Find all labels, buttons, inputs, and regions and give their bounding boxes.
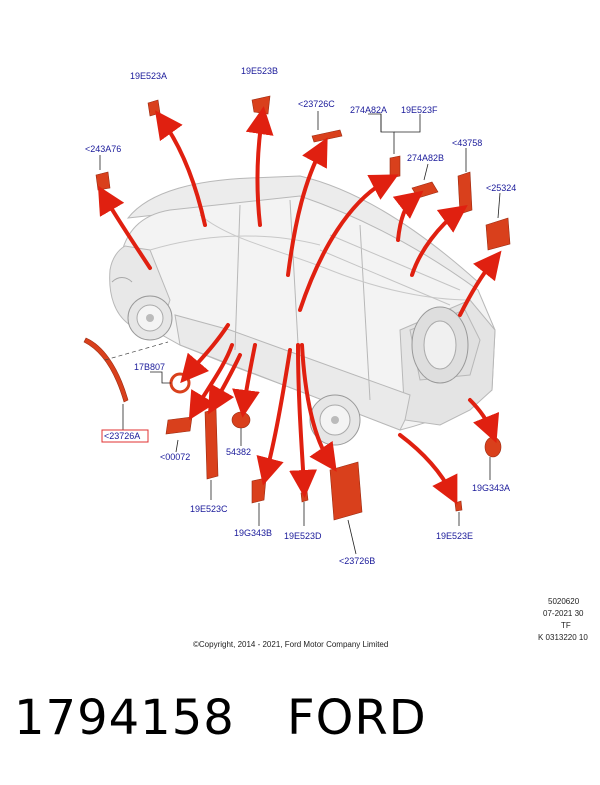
callout-274A82A: 274A82A: [350, 105, 387, 115]
arrow-19E523E: [398, 433, 458, 505]
spare-wheel: [411, 306, 469, 384]
drawing-date: 07-2021 30: [543, 609, 584, 618]
part-19E523C: [204, 408, 219, 480]
highlight-box-23726A: [101, 429, 149, 443]
callout-19E523C: 19E523C: [190, 504, 228, 514]
callout-00072: <00072: [160, 452, 190, 462]
drawing-code: TF: [561, 621, 571, 630]
callout-19G343B: 19G343B: [234, 528, 272, 538]
part-number: 1794158: [14, 690, 235, 746]
arrow-25324: [458, 250, 502, 317]
callout-19E523B: 19E523B: [241, 66, 278, 76]
part-19E523B: [251, 95, 271, 115]
callout-25324: <25324: [486, 183, 516, 193]
part-274A82A: [389, 155, 401, 179]
callout-19E523D: 19E523D: [284, 531, 322, 541]
part-23726B: [329, 461, 363, 521]
part-19E523A: [147, 99, 161, 117]
drawing-ref: K 0313220 10: [538, 633, 588, 642]
part-274A82B: [411, 181, 439, 199]
leader-lines: [99, 111, 501, 555]
callout-19E523E: 19E523E: [436, 531, 473, 541]
arrow-19E523D: [289, 343, 318, 498]
drawing-info: 5020620 07-2021 30 TF K 0313220 10: [538, 597, 588, 642]
part-00072: [165, 416, 193, 435]
part-19G343B: [251, 477, 267, 504]
arrow-00072: [188, 343, 234, 421]
arrow-43758: [410, 204, 468, 277]
part-23726A: [83, 337, 129, 403]
arrow-274A82A: [298, 174, 399, 312]
callout-19E523F: 19E523F: [401, 105, 438, 115]
arrow-23726B: [300, 343, 337, 472]
callout-23726C: <23726C: [298, 99, 335, 109]
arrow-19E523B: [245, 106, 274, 227]
arrow-17B807: [180, 323, 230, 384]
arrow-243A76: [97, 185, 152, 270]
callout-274A82B: 274A82B: [407, 153, 444, 163]
arrow-23726C: [286, 137, 328, 277]
part-19G343A: [484, 436, 502, 458]
part-54382: [231, 411, 251, 429]
part-23726C: [311, 129, 343, 143]
part-43758: [457, 171, 473, 215]
brand-name: FORD: [287, 690, 427, 746]
callout-17B807: 17B807: [134, 362, 165, 372]
copyright: ©Copyright, 2014 - 2021, Ford Motor Comp…: [193, 640, 388, 649]
callout-54382: 54382: [226, 447, 251, 457]
part-17B807: [169, 372, 191, 394]
callout-23726B: <23726B: [339, 556, 375, 566]
part-19E523D: [300, 490, 309, 503]
callout-23726A: <23726A: [104, 431, 140, 441]
drawing-number: 5020620: [548, 597, 580, 606]
arrow-19G343A: [468, 398, 500, 444]
arrow-54382: [232, 343, 260, 418]
part-shapes: [83, 95, 511, 521]
arrows: [97, 106, 502, 505]
callout-243A76: <243A76: [85, 144, 121, 154]
callout-19E523A: 19E523A: [130, 71, 167, 81]
dashed-leader: [104, 341, 169, 361]
arrow-19E523A: [154, 110, 207, 227]
front-wheel: [127, 295, 173, 341]
part-25324: [485, 217, 511, 251]
callout-19G343A: 19G343A: [472, 483, 510, 493]
arrow-19G343B: [256, 348, 292, 486]
part-243A76: [95, 171, 111, 191]
arrow-19E523C: [208, 353, 242, 415]
part-19E523E: [454, 500, 463, 512]
callout-labels: 19E523A 19E523B <23726C 274A82A 19E523F …: [85, 66, 516, 566]
arrow-274A82B: [392, 190, 424, 242]
callout-43758: <43758: [452, 138, 482, 148]
